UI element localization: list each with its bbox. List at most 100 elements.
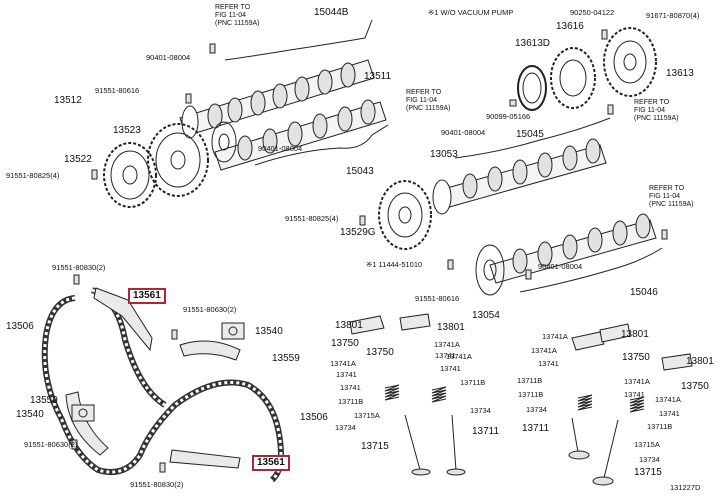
part-label-13801[interactable]: 13801 (621, 329, 649, 340)
part-label-13711b[interactable]: 13711B (518, 390, 544, 399)
part-label-13522[interactable]: 13522 (64, 154, 92, 165)
part-label-90401-08004[interactable]: 90401-08004 (538, 262, 583, 271)
part-label-13741a[interactable]: 13741A (655, 395, 681, 404)
part-label-13512[interactable]: 13512 (54, 95, 82, 106)
part-label-90099-05166[interactable]: 90099-05166 (486, 112, 531, 121)
part-label-13801[interactable]: 13801 (437, 322, 465, 333)
part-label-13734[interactable]: 13734 (335, 423, 356, 432)
part-label-13613[interactable]: 13613 (666, 68, 694, 79)
part-label-13715[interactable]: 13715 (361, 441, 389, 452)
refer-note-4: REFER TO FIG 11-04 (PNC 11159A) (649, 185, 694, 208)
part-label-13711b[interactable]: 13711B (647, 422, 673, 431)
part-label-90250-04122[interactable]: 90250-04122 (570, 8, 615, 17)
camshaft-icon (432, 138, 607, 215)
part-label-13711b[interactable]: 13711B (338, 397, 364, 406)
rocker-arm-icon (349, 313, 693, 371)
part-label-13711b[interactable]: 13711B (460, 378, 486, 387)
part-label-13506[interactable]: 13506 (300, 412, 328, 423)
part-label-13741[interactable]: 13741 (336, 370, 357, 379)
part-label-13741a[interactable]: 13741A (434, 340, 460, 349)
part-label-91551-80830[interactable]: 91551-80830(2) (52, 263, 106, 272)
part-label-13750[interactable]: 13750 (331, 338, 359, 349)
part-label-13741a[interactable]: 13741A (446, 352, 472, 361)
part-label-91551-80630[interactable]: 91551-80630(2) (24, 440, 78, 449)
part-label-13053[interactable]: 13053 (430, 149, 458, 160)
timing-sprocket-icon (103, 142, 157, 208)
part-label-91551-80616[interactable]: 91551-80616 (415, 294, 460, 303)
part-label-13741[interactable]: 13741 (659, 409, 680, 418)
part-label-13741[interactable]: 13741 (435, 351, 456, 360)
vacuum-pump-note: ※1 W/O VACUUM PUMP (428, 8, 514, 17)
refer-note-1: REFER TO FIG 11-04 (PNC 11159A) (215, 4, 260, 27)
chain-tensioner-icon (71, 404, 95, 422)
part-label-13559[interactable]: 13559 (30, 395, 58, 406)
part-label-13801[interactable]: 13801 (686, 356, 714, 367)
chain-tensioner-icon (221, 322, 245, 340)
part-label-13711[interactable]: 13711 (522, 423, 550, 434)
part-label-13540[interactable]: 13540 (16, 409, 44, 420)
diagram-code: 131227D (670, 483, 701, 492)
timing-sprocket-icon (147, 123, 209, 197)
part-label-13715a[interactable]: 13715A (634, 440, 660, 449)
part-label-13054[interactable]: 13054 (472, 310, 500, 321)
part-label-15044b[interactable]: 15044B (314, 7, 349, 18)
part-label-13750[interactable]: 13750 (622, 352, 650, 363)
refer-note-2: REFER TO FIG 11-04 (PNC 11159A) (406, 89, 451, 112)
part-label-13711[interactable]: 13711 (472, 426, 500, 437)
part-label-91551-80830[interactable]: 91551-80830(2) (130, 480, 184, 489)
refer-note-3: REFER TO FIG 11-04 (PNC 11159A) (634, 99, 679, 122)
part-label-13734[interactable]: 13734 (470, 406, 491, 415)
part-label-13711b[interactable]: 13711B (517, 376, 543, 385)
part-label-15043[interactable]: 15043 (346, 166, 374, 177)
part-label-90401-08004[interactable]: 90401-08004 (258, 144, 303, 153)
part-label-13734[interactable]: 13734 (526, 405, 547, 414)
part-label-11444-51010[interactable]: ※1 11444-51010 (366, 260, 423, 269)
part-label-13561-highlighted[interactable]: 13561 (128, 288, 166, 304)
part-label-13559[interactable]: 13559 (272, 353, 300, 364)
part-label-13529g[interactable]: 13529G (340, 227, 376, 238)
camshaft-icon (489, 213, 657, 284)
part-label-13506[interactable]: 13506 (6, 321, 34, 332)
timing-sprocket-icon (211, 121, 237, 163)
part-label-13715[interactable]: 13715 (634, 467, 662, 478)
part-label-91551-80630[interactable]: 91551-80630(2) (183, 305, 237, 314)
part-label-90401-08004[interactable]: 90401-08004 (146, 53, 191, 62)
gasket-icon (224, 19, 373, 61)
bolt-icon (71, 29, 668, 473)
part-label-13561-highlighted[interactable]: 13561 (252, 455, 290, 471)
part-label-15046[interactable]: 15046 (630, 287, 658, 298)
part-label-13741[interactable]: 13741 (340, 383, 361, 392)
part-label-91671-80870[interactable]: 91671-80870(4) (646, 11, 700, 20)
part-label-13741a[interactable]: 13741A (531, 346, 557, 355)
part-label-13741[interactable]: 13741 (440, 364, 461, 373)
part-label-13741a[interactable]: 13741A (542, 332, 568, 341)
part-label-13511[interactable]: 13511 (364, 71, 392, 82)
part-label-13715a[interactable]: 13715A (354, 411, 380, 420)
part-label-13741a[interactable]: 13741A (624, 377, 650, 386)
part-label-13741a[interactable]: 13741A (330, 359, 356, 368)
camshaft-icon (179, 59, 375, 139)
part-label-91551-80616[interactable]: 91551-80616 (95, 86, 140, 95)
part-label-13540[interactable]: 13540 (255, 326, 283, 337)
part-label-13613d[interactable]: 13613D (515, 38, 551, 49)
part-label-13523[interactable]: 13523 (113, 125, 141, 136)
part-label-13750[interactable]: 13750 (366, 347, 394, 358)
part-label-91551-80825[interactable]: 91551-80825(4) (285, 214, 339, 223)
part-label-13616[interactable]: 13616 (556, 21, 584, 32)
part-label-90401-08004[interactable]: 90401-08004 (441, 128, 486, 137)
part-label-13750[interactable]: 13750 (681, 381, 709, 392)
part-label-15045[interactable]: 15045 (516, 129, 544, 140)
part-label-13734[interactable]: 13734 (639, 455, 660, 464)
timing-sprocket-icon (603, 27, 657, 97)
part-label-13741[interactable]: 13741 (624, 390, 645, 399)
part-label-13741[interactable]: 13741 (538, 359, 559, 368)
valve-spring-icon (384, 384, 645, 413)
chain-guide-icon (179, 340, 241, 361)
gasket-icon (517, 65, 547, 111)
timing-sprocket-icon (475, 244, 505, 296)
timing-sprocket-icon (550, 47, 596, 109)
part-label-13801[interactable]: 13801 (335, 320, 363, 331)
part-label-91551-80825[interactable]: 91551-80825(4) (6, 171, 60, 180)
